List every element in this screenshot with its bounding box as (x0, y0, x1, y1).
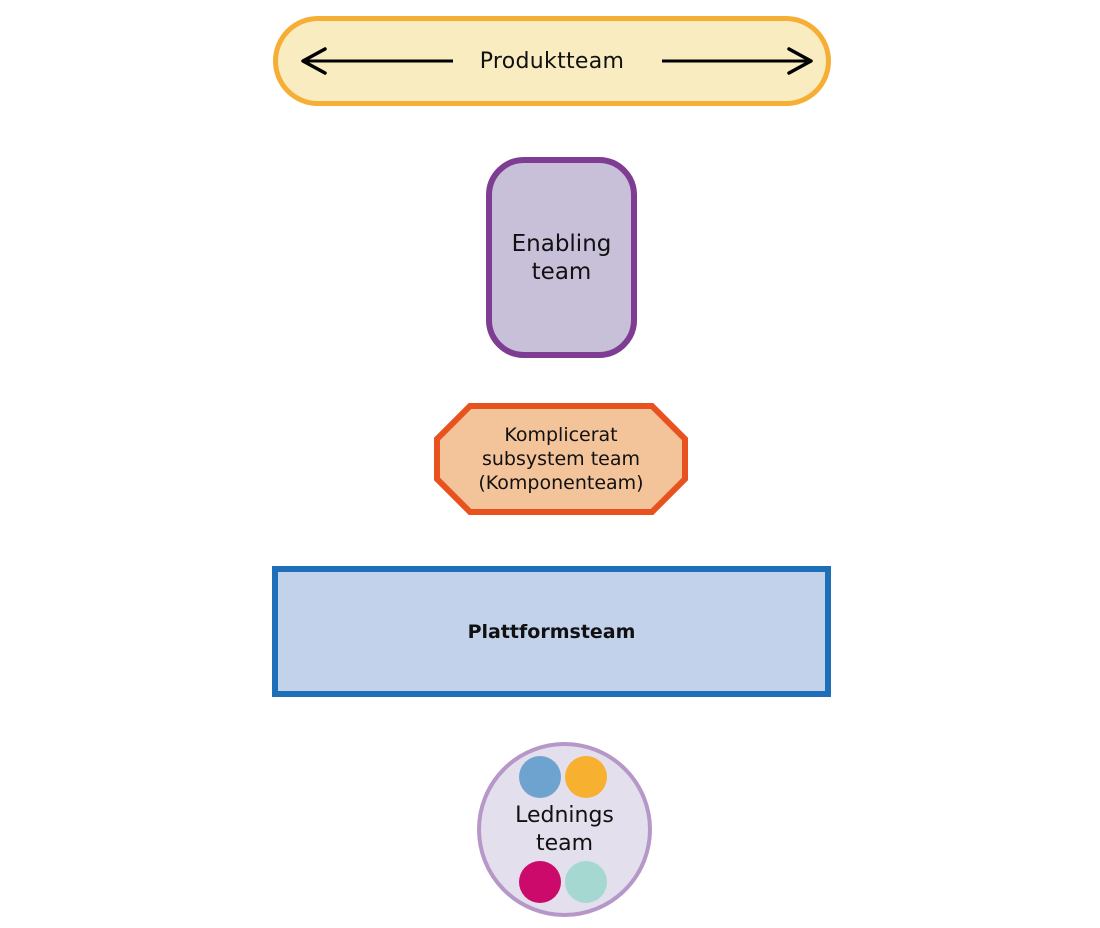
komplicerat-subsystem-label: Komplicerat subsystem team (Komponenteam… (433, 402, 689, 516)
komplicerat-label-line1: Komplicerat (504, 424, 618, 446)
produktteam-label: Produktteam (479, 48, 625, 74)
dot-teal (565, 861, 607, 903)
arrow-right-icon (662, 47, 813, 75)
ledningsteam-label-line2: team (535, 830, 594, 856)
komplicerat-label-line3: (Komponenteam) (478, 472, 644, 494)
komplicerat-label-line2: subsystem team (481, 448, 640, 470)
plattformsteam-label: Plattformsteam (467, 620, 636, 643)
enabling-team-label-line1: Enabling (511, 230, 612, 257)
enabling-team-label-line2: team (531, 258, 592, 285)
produktteam-arrows (301, 47, 813, 75)
dot-orange (565, 756, 607, 798)
dot-blue (519, 756, 561, 798)
komplicerat-subsystem-shape (434, 403, 688, 515)
enabling-team-shape: Enabling team (486, 157, 637, 358)
dot-magenta (519, 861, 561, 903)
ledningsteam-shape (477, 742, 652, 917)
plattformsteam-shape: Plattformsteam (272, 566, 831, 697)
ledningsteam-label-line1: Lednings (515, 802, 614, 828)
arrow-left-icon (301, 47, 453, 75)
ledningsteam-label: Lednings team (477, 742, 652, 917)
